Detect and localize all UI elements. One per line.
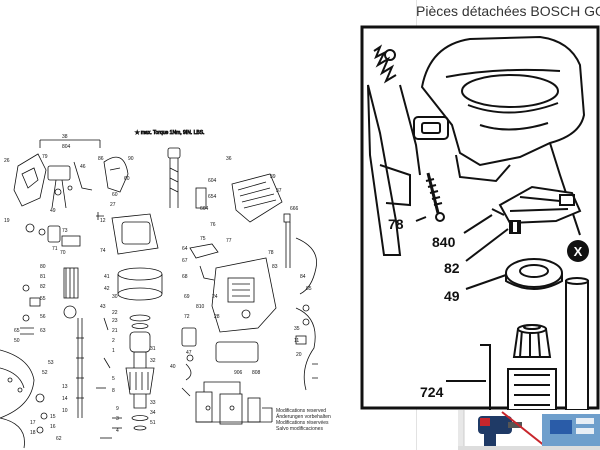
part-number: 84 — [300, 274, 306, 280]
part-number: 808 — [252, 370, 261, 376]
part-number: 1 — [112, 348, 115, 354]
part-number: 16 — [50, 424, 56, 430]
part-number: 906 — [234, 370, 243, 376]
part-number: 42 — [104, 286, 110, 292]
part-number: 60 — [112, 192, 118, 198]
part-number: 8 — [112, 388, 115, 394]
modification-note: Salvo modificaciones — [276, 426, 323, 432]
part-number: 38 — [62, 134, 68, 140]
part-number: 11 — [294, 338, 299, 344]
part-number: 83 — [272, 264, 278, 270]
part-number: 53 — [48, 360, 54, 366]
part-number: 49 — [50, 208, 56, 214]
x-badge: X — [574, 244, 583, 259]
part-number: 2 — [112, 338, 115, 344]
part-number: 60 — [124, 176, 130, 182]
part-number: 46 — [80, 164, 86, 170]
part-number: 32 — [150, 358, 156, 364]
part-number: 90 — [128, 156, 134, 162]
part-number: 68 — [182, 274, 188, 280]
part-number: 82 — [40, 284, 46, 290]
part-number: 810 — [196, 304, 205, 310]
part-number: 67 — [182, 258, 188, 264]
part-number: 56 — [40, 314, 46, 320]
part-number: 34 — [150, 410, 156, 416]
part-number: 52 — [42, 370, 48, 376]
part-number: 666 — [290, 206, 299, 212]
part-number: 63 — [40, 328, 46, 334]
part-number: 39 — [270, 174, 276, 180]
modification-note: Änderungen vorbehalten — [276, 413, 331, 420]
part-number: 24 — [212, 294, 218, 300]
page-title: Pièces détachées BOSCH GO — [416, 3, 600, 19]
part-number: 37 — [276, 188, 282, 194]
part-number: 41 — [104, 274, 110, 280]
part-number: 69 — [184, 294, 190, 300]
part-number: 13 — [62, 384, 68, 390]
part-label-840: 840 — [432, 234, 456, 250]
part-number: 26 — [4, 158, 10, 164]
part-number: 604 — [208, 178, 217, 184]
part-number: 36 — [226, 156, 232, 162]
part-number: 65 — [14, 328, 20, 334]
part-label-49: 49 — [444, 288, 460, 304]
part-number: 18 — [30, 430, 36, 436]
part-number: 33 — [150, 400, 156, 406]
part-number: 40 — [170, 364, 176, 370]
torque-note: ★ max. Torque 1Nm, 9IN. LBS. — [135, 130, 204, 136]
product-ad-thumbnail[interactable] — [458, 410, 600, 450]
part-number: 12 — [100, 218, 106, 224]
part-number: 804 — [62, 144, 71, 150]
modification-note: Modifications reserved — [276, 408, 326, 414]
part-label-78: 78 — [388, 216, 404, 232]
part-number: 73 — [62, 228, 68, 234]
part-number: 50 — [14, 338, 20, 344]
part-number: 31 — [150, 346, 156, 352]
part-number: 62 — [56, 436, 62, 442]
part-label-724: 724 — [420, 384, 444, 400]
part-number: 23 — [112, 318, 118, 324]
part-number: 76 — [210, 222, 216, 228]
part-number: 47 — [186, 350, 192, 356]
part-number: 70 — [60, 250, 66, 256]
part-number: 51 — [150, 420, 156, 426]
part-number: 86 — [98, 156, 104, 162]
part-number: 78 — [268, 250, 274, 256]
part-number: 3 — [116, 416, 119, 422]
part-number: 20 — [296, 352, 302, 358]
part-number: 75 — [200, 236, 206, 242]
part-number: 5 — [112, 376, 115, 382]
part-number: 80 — [40, 264, 46, 270]
part-number: 22 — [112, 310, 118, 316]
part-number: 55 — [40, 296, 46, 302]
part-number: 77 — [226, 238, 232, 244]
drill-product-image — [458, 410, 600, 450]
part-label-82: 82 — [444, 260, 460, 276]
part-number: 85 — [306, 286, 312, 292]
part-number: 17 — [30, 420, 36, 426]
part-number: 30 — [112, 294, 118, 300]
part-number: 43 — [100, 304, 106, 310]
part-number: 71 — [52, 246, 58, 252]
part-number: 19 — [4, 218, 10, 224]
part-number: 14 — [62, 396, 68, 402]
part-number: 72 — [184, 314, 190, 320]
part-number: 74 — [100, 248, 106, 254]
part-number: 81 — [40, 274, 46, 280]
part-number: 35 — [294, 326, 300, 332]
part-number: 654 — [208, 194, 217, 200]
part-number: 15 — [50, 414, 56, 420]
part-number: 64 — [182, 246, 188, 252]
modification-note: Modifications réservées — [276, 420, 329, 426]
zoomed-detail-panel: 78 840 82 49 724 X — [360, 25, 600, 410]
exploded-parts-diagram: ★ max. Torque 1Nm, 9IN. LBS. — [0, 130, 331, 449]
part-number: 4 — [116, 428, 119, 434]
part-number: 21 — [112, 328, 118, 334]
part-number: 28 — [214, 314, 220, 320]
part-number: 10 — [62, 408, 68, 414]
part-number: 664 — [200, 206, 209, 212]
part-number: 27 — [110, 202, 116, 208]
part-number: 79 — [42, 154, 48, 160]
part-number: 9 — [116, 406, 119, 412]
